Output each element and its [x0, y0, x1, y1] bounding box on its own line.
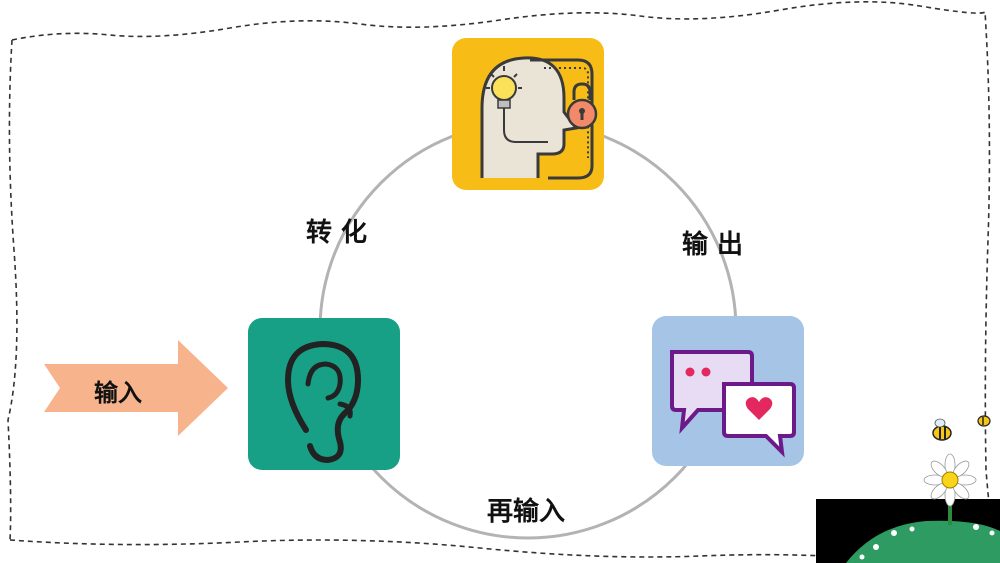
transform-label: 转 化	[306, 218, 368, 248]
corner-decoration	[816, 415, 1000, 563]
head-tile	[452, 38, 604, 190]
bee-icon	[977, 415, 991, 427]
bee-icon	[932, 418, 952, 441]
output-label: 输 出	[682, 230, 744, 260]
input-arrow-label: 输入	[94, 379, 142, 407]
flower-icon	[923, 453, 977, 525]
head-with-lightbulb-and-lock-icon	[480, 56, 598, 180]
chat-tile	[652, 316, 804, 466]
chat-bubbles-icon	[670, 350, 796, 458]
ear-icon	[284, 340, 362, 464]
ear-tile	[248, 318, 400, 470]
reinput-label: 再输入	[487, 497, 566, 527]
